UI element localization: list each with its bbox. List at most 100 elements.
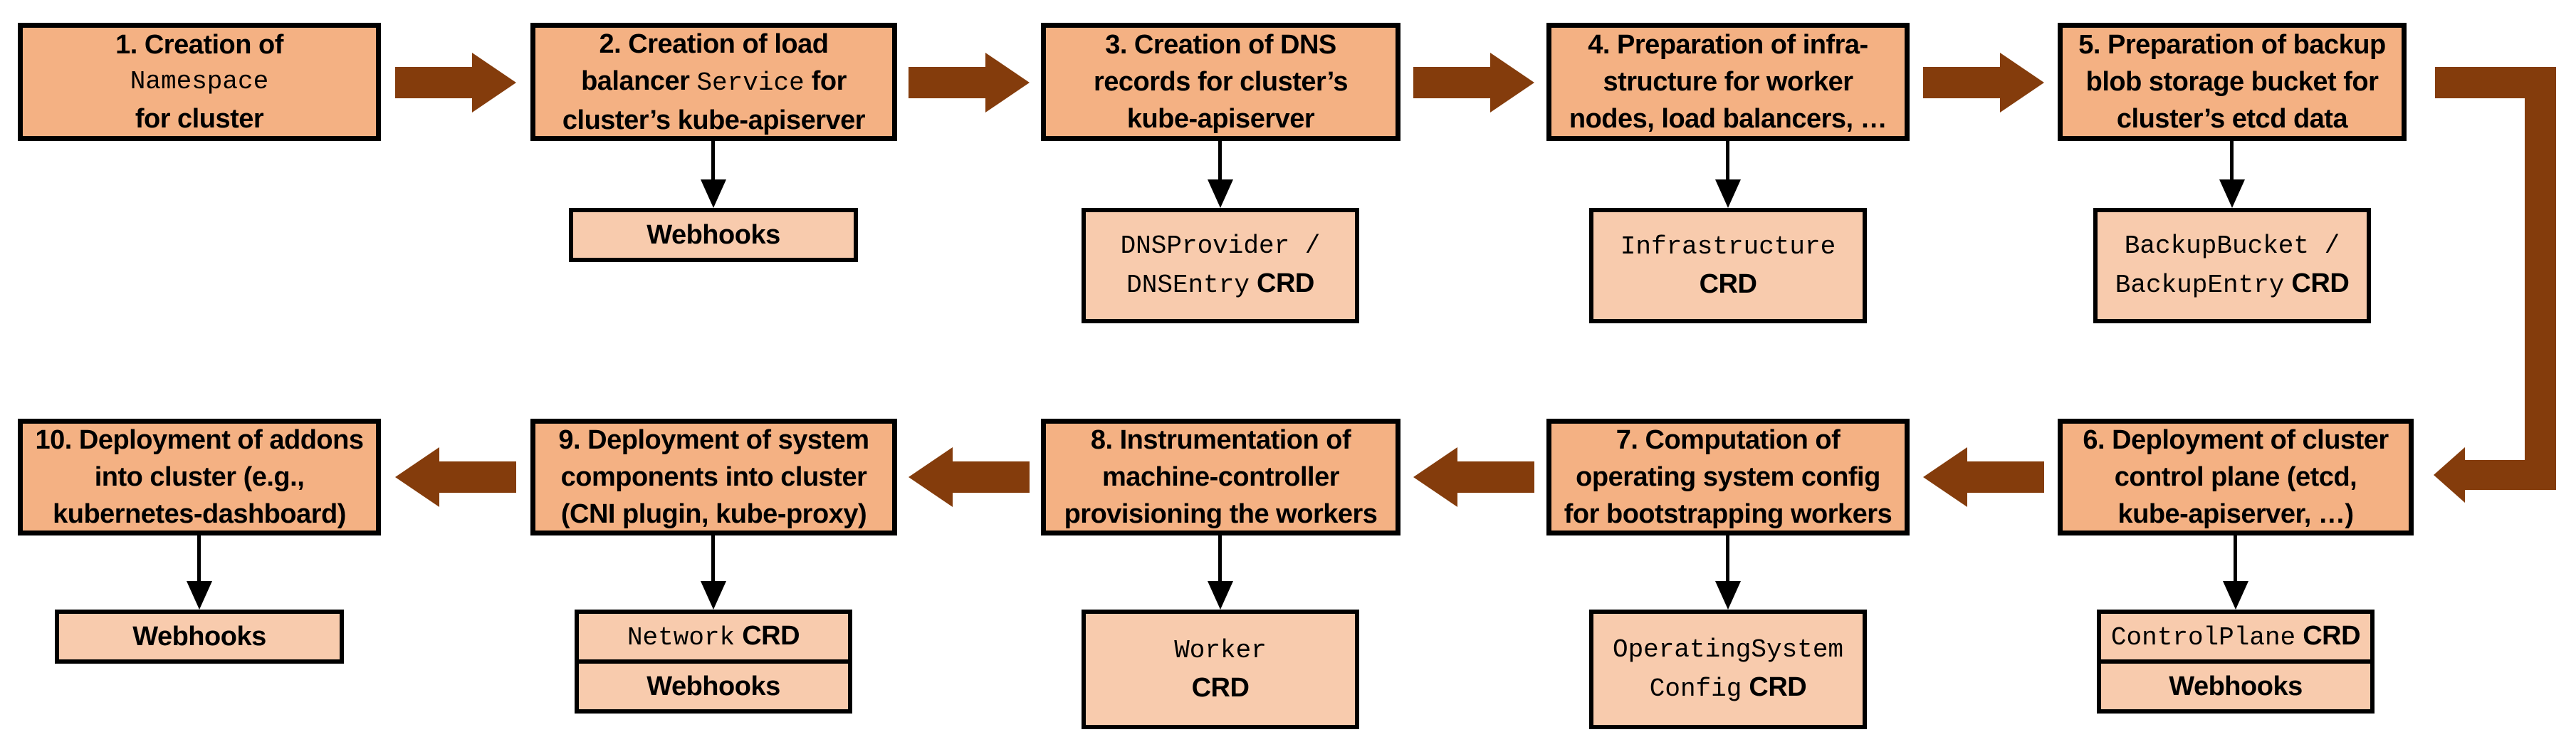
step-box-5: 5. Preparation of backup blob storage bu…	[2058, 23, 2407, 141]
connector-arrow-step4-infrastructure-crd	[1714, 141, 1742, 208]
flow-arrow-step7-step8	[1413, 447, 1534, 507]
connector-line	[2230, 141, 2234, 179]
step-2-line: 2. Creation of load	[599, 28, 829, 59]
connector-line	[1218, 141, 1222, 179]
flow-arrow-step6-step7	[1923, 447, 2044, 507]
flow-arrow-step4-step5	[1923, 53, 2044, 113]
step-10-line: 10. Deployment of addons	[35, 425, 364, 455]
step-10-line: kubernetes-dashboard)	[53, 499, 346, 529]
step-4-line: nodes, load balancers, …	[1569, 104, 1888, 134]
step-4-line: 4. Preparation of infra-	[1588, 30, 1868, 60]
elbow-arrow-head	[2434, 447, 2465, 503]
step-3-line: records for cluster’s	[1094, 67, 1348, 97]
step-6-line: control plane (etcd,	[2114, 462, 2357, 492]
arrow-shaft	[395, 67, 475, 98]
connector-line	[1726, 141, 1729, 179]
step-8-line: provisioning the workers	[1064, 499, 1378, 529]
arrow-shaft	[436, 461, 516, 493]
step-7-line: 7. Computation of	[1616, 425, 1841, 455]
arrow-head	[909, 447, 953, 507]
step-box-10: 10. Deployment of addons into cluster (e…	[18, 419, 381, 535]
step-box-6: 6. Deployment of cluster control plane (…	[2058, 419, 2414, 535]
arrow-shaft	[950, 461, 1030, 493]
step-box-2: 2. Creation of load balancer Service for…	[530, 23, 897, 141]
connector-line	[711, 141, 715, 179]
step-box-9: 9. Deployment of system components into …	[530, 419, 897, 535]
elbow-bottom-shaft	[2465, 460, 2556, 490]
step-9-line: (CNI plugin, kube-proxy)	[560, 499, 867, 529]
artifact-webhooks-step10: Webhooks	[55, 610, 344, 664]
step-7-line: operating system config	[1576, 462, 1880, 492]
step-1-line: for cluster	[135, 104, 264, 134]
connector-head	[187, 581, 212, 610]
arrow-head	[395, 447, 439, 507]
connector-arrow-step8-worker-crd	[1206, 535, 1235, 610]
arrow-shaft	[1413, 67, 1493, 98]
step-3-line: 3. Creation of DNS	[1105, 30, 1336, 60]
flow-arrow-step9-step10	[395, 447, 516, 507]
step-5-line: 5. Preparation of backup	[2078, 30, 2386, 60]
step-8-line: 8. Instrumentation of	[1090, 425, 1351, 455]
artifact-infrastructure-crd: Infrastructure CRD	[1589, 208, 1867, 323]
flow-arrow-step3-step4	[1413, 53, 1534, 113]
connector-head	[701, 179, 726, 208]
connector-line	[1218, 535, 1222, 581]
connector-head	[1715, 581, 1741, 610]
connector-head	[1208, 581, 1233, 610]
artifact-backup-crd: BackupBucket / BackupEntry CRD	[2093, 208, 2371, 323]
arrow-shaft	[1455, 461, 1534, 493]
arrow-head	[985, 53, 1030, 113]
step-9-line: 9. Deployment of system	[558, 425, 869, 455]
arrow-shaft	[1964, 461, 2044, 493]
connector-line	[2234, 535, 2237, 581]
step-box-7: 7. Computation of operating system confi…	[1546, 419, 1910, 535]
artifact-webhooks-step2: Webhooks	[569, 208, 858, 262]
artifact-controlplane-crd: ControlPlane CRD	[2097, 610, 2375, 664]
connector-arrow-step3-dns-crd	[1206, 141, 1235, 208]
arrow-head	[472, 53, 516, 113]
arrow-shaft	[1923, 67, 2003, 98]
artifact-dns-crd: DNSProvider / DNSEntry CRD	[1082, 208, 1359, 323]
arrow-head	[1490, 53, 1534, 113]
step-5-line: blob storage bucket for	[2085, 67, 2379, 97]
step-1-code: Namespace	[130, 67, 269, 96]
connector-head	[1715, 179, 1741, 208]
step-9-line: components into cluster	[560, 462, 867, 492]
artifact-worker-crd: Worker CRD	[1082, 610, 1359, 729]
artifact-osconfig-crd: OperatingSystem Config CRD	[1589, 610, 1867, 729]
step-2-line: balancer Service for	[581, 66, 847, 98]
connector-arrow-step9-network-crd	[699, 535, 728, 610]
step-box-3: 3. Creation of DNS records for cluster’s…	[1041, 23, 1400, 141]
step-3-line: kube-apiserver	[1126, 104, 1315, 134]
connector-head	[2223, 581, 2248, 610]
step-1-line: 1. Creation of	[115, 30, 283, 60]
connector-arrow-step7-osconfig-crd	[1714, 535, 1742, 610]
step-8-line: machine-controller	[1101, 462, 1340, 492]
flow-arrow-step8-step9	[909, 447, 1030, 507]
step-box-1: 1. Creation of Namespace for cluster	[18, 23, 381, 141]
connector-arrow-step6-controlplane-crd	[2221, 535, 2250, 610]
step-10-line: into cluster (e.g.,	[94, 462, 305, 492]
arrow-head	[1413, 447, 1457, 507]
artifact-webhooks-step6: Webhooks	[2097, 659, 2375, 714]
connector-head	[1208, 179, 1233, 208]
step-6-line: 6. Deployment of cluster	[2083, 425, 2389, 455]
connector-arrow-step2-webhooks	[699, 141, 728, 208]
arrow-shaft	[909, 67, 988, 98]
step-box-8: 8. Instrumentation of machine-controller…	[1041, 419, 1400, 535]
artifact-webhooks-step9: Webhooks	[575, 659, 852, 714]
artifact-network-crd: Network CRD	[575, 610, 852, 664]
flow-arrow-step1-step2	[395, 53, 516, 113]
connector-head	[2219, 179, 2245, 208]
step-4-line: structure for worker	[1603, 67, 1853, 97]
step-6-line: kube-apiserver, …)	[2117, 499, 2354, 529]
arrow-head	[2000, 53, 2044, 113]
connector-line	[1726, 535, 1729, 581]
connector-head	[701, 581, 726, 610]
step-7-line: for bootstrapping workers	[1564, 499, 1892, 529]
elbow-vertical-shaft	[2525, 67, 2556, 490]
arrow-head	[1923, 447, 1967, 507]
connector-line	[711, 535, 715, 581]
step-box-4: 4. Preparation of infra- structure for w…	[1546, 23, 1910, 141]
